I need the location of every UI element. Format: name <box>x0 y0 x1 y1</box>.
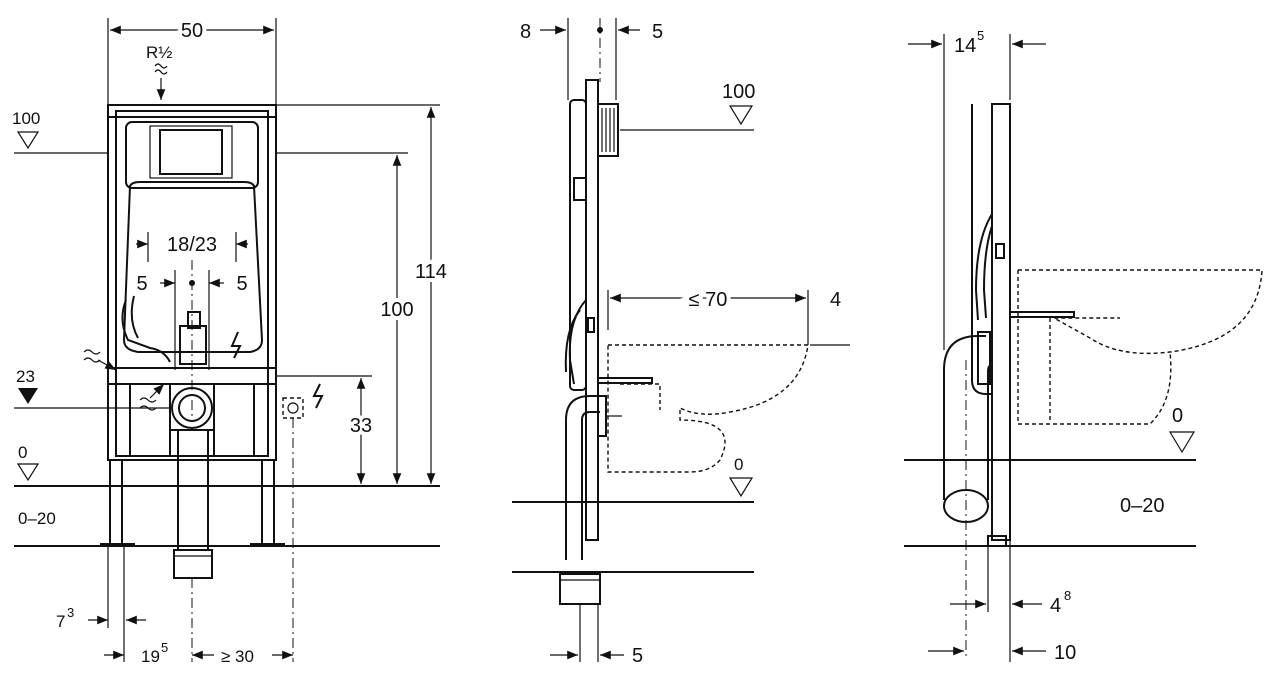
dim-19-label: 19 <box>141 647 160 666</box>
floor-range-label: 0–20 <box>18 509 56 528</box>
section-level-0-label: 0 <box>1172 405 1183 427</box>
side-hose <box>568 299 587 385</box>
frame-top-rail <box>107 104 277 118</box>
drain-outer <box>171 387 213 429</box>
level-0-label: 0 <box>18 443 27 462</box>
section-frame <box>991 103 1011 541</box>
section-floor-range-label: 0–20 <box>1120 495 1165 517</box>
drain-end <box>173 549 213 579</box>
dim-114-label: 114 <box>415 261 447 283</box>
side-drain-pipe <box>565 395 600 560</box>
level-23-label: 23 <box>16 367 35 386</box>
side-cistern <box>569 99 587 391</box>
level-0-icon <box>16 463 40 482</box>
dim-33-label: 33 <box>350 415 372 437</box>
dim-100-label: 100 <box>380 299 413 321</box>
level-top-label: 100 <box>12 109 40 128</box>
dim-8-label: 8 <box>520 21 531 43</box>
drain-inner <box>178 394 206 422</box>
water-side-arrow <box>97 359 117 371</box>
water-drain-arrow <box>149 383 165 399</box>
side-drain-pipe-inner <box>581 411 600 560</box>
center-dot <box>189 280 195 286</box>
section-drain-inner <box>987 365 991 500</box>
dim-4-sup: 8 <box>1064 588 1071 603</box>
width-label: 50 <box>181 20 203 42</box>
section-clip <box>995 243 1005 259</box>
cistern-body <box>122 181 264 353</box>
section-hose <box>974 213 993 321</box>
frame-inner <box>115 110 269 457</box>
side-mount-bolt <box>597 377 653 384</box>
dim-7-label: 7 <box>56 612 65 631</box>
water-drain-icon <box>139 397 157 411</box>
supply-hose <box>121 299 171 363</box>
valve-stem <box>187 311 201 329</box>
side-view: 8 5 100 ≤ 70 4 <box>512 18 850 667</box>
section-mount-bolt <box>1009 311 1075 318</box>
front-view: 50 R½ 18/23 5 <box>12 16 451 666</box>
section-foot <box>987 535 1007 547</box>
dim-14-sup: 5 <box>977 28 984 43</box>
side-clip <box>587 317 595 333</box>
flush-plate-frame <box>149 125 233 179</box>
drain-bracket-left <box>129 384 171 457</box>
reach-label: ≤ 70 <box>689 289 728 311</box>
dim-7-sup: 3 <box>67 605 74 620</box>
inner-width-label: 18/23 <box>167 234 217 256</box>
section-bowl-outline <box>1017 269 1263 425</box>
side-level-top-icon <box>728 105 754 126</box>
section-drain-outer <box>943 335 986 500</box>
side-flush-plate <box>597 103 619 157</box>
side-hose-inner <box>564 309 581 373</box>
power-socket <box>282 397 304 419</box>
side-valve <box>573 177 587 201</box>
level-23-icon <box>18 388 38 404</box>
side-level-0-icon <box>728 477 754 498</box>
side-level-0-label: 0 <box>734 455 743 474</box>
dim-19-sup: 5 <box>161 640 168 655</box>
flush-plate-ribs <box>601 108 615 152</box>
bowl-inner-outline <box>620 383 661 410</box>
power-socket-center <box>287 402 299 414</box>
electric-icon <box>230 331 242 359</box>
dim-30-label: ≥ 30 <box>221 647 254 666</box>
flush-plate <box>159 129 223 175</box>
side-frame <box>585 79 599 541</box>
dim-4-label: 4 <box>1050 595 1061 617</box>
offset-left-label: 5 <box>136 273 147 295</box>
pipe-label: R½ <box>146 43 172 62</box>
dim-10-label: 10 <box>1054 642 1076 664</box>
side-center-dot <box>597 27 603 33</box>
cistern-top <box>125 121 259 189</box>
side-drain-end <box>559 573 601 605</box>
section-hose-inner <box>982 225 993 319</box>
drain-pipe <box>177 429 209 551</box>
side-drain-collar <box>597 395 607 437</box>
water-supply-icon <box>154 63 168 75</box>
dim-5-bottom-label: 5 <box>632 645 643 667</box>
toilet-bowl-outline <box>607 344 809 473</box>
offset-right-label: 5 <box>236 273 247 295</box>
supply-hose-inner <box>130 295 139 339</box>
section-cistern <box>971 104 992 395</box>
flush-valve <box>179 325 207 365</box>
section-drain-collar <box>977 331 991 385</box>
drain-bracket <box>130 383 255 457</box>
power-electric-icon <box>312 383 324 409</box>
left-leg <box>109 459 123 545</box>
right-leg <box>261 459 275 545</box>
dim-14-label: 14 <box>954 35 976 57</box>
water-side-icon <box>83 349 101 363</box>
side-level-top-label: 100 <box>722 81 755 103</box>
cut-label: 4 <box>830 289 841 311</box>
section-view: 14 5 0 0–20 4 8 10 <box>904 28 1263 664</box>
level-top-icon <box>16 131 40 150</box>
section-level-0-icon <box>1168 431 1196 454</box>
dim-5-top-label: 5 <box>652 21 663 43</box>
